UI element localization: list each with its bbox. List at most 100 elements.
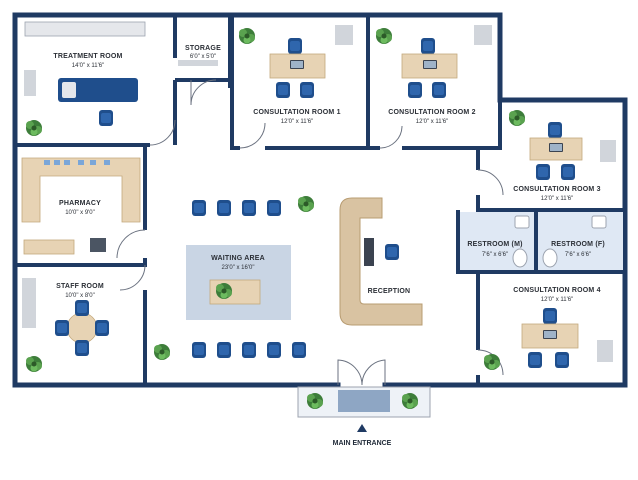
consult-room-4-furniture [484, 308, 613, 370]
consult-room-3-furniture [509, 110, 616, 180]
plant-icon [307, 393, 323, 409]
consult-room-4-label: CONSULTATION ROOM 4 [513, 287, 600, 294]
patient-chair-icon [555, 352, 569, 368]
consult-room-1-dims: 12'0" x 11'6" [281, 119, 313, 125]
plant-icon [216, 283, 232, 299]
laptop-icon [549, 143, 563, 152]
consult-room-2-furniture [376, 25, 492, 98]
chair-icon [55, 320, 69, 336]
toilet-m [512, 248, 528, 268]
restroom-f-dims: 7'6" x 6'6" [565, 252, 591, 258]
plant-icon [402, 393, 418, 409]
pharmacy-counter [23, 239, 75, 255]
reception-desk [339, 197, 423, 326]
restroom-f-label: RESTROOM (F) [551, 241, 605, 248]
plant-icon [376, 28, 392, 44]
staff-room-furniture [22, 278, 109, 372]
laptop-icon [290, 60, 304, 69]
patient-chair-icon [408, 82, 422, 98]
treatment-room [24, 21, 146, 136]
plant-icon [26, 356, 42, 372]
consult-room-1-label: CONSULTATION ROOM 1 [253, 109, 340, 116]
main-entrance: MAIN ENTRANCE [333, 424, 392, 447]
chair-icon [95, 320, 109, 336]
consult-room-2-label: CONSULTATION ROOM 2 [388, 109, 475, 116]
consult-room-1-furniture [239, 25, 353, 98]
room-labels: TREATMENT ROOM 14'0" x 11'6" STORAGE 6'0… [53, 45, 604, 303]
chair-icon [75, 300, 89, 316]
storage-label: STORAGE [185, 45, 221, 52]
exam-table [58, 78, 138, 102]
patient-chair-icon [561, 164, 575, 180]
doors[interactable] [116, 79, 504, 386]
restroom-fixtures [512, 215, 607, 268]
waiting-chair-icon [292, 342, 306, 358]
office-chair-icon [385, 244, 399, 260]
sink [474, 25, 492, 45]
plant-icon [509, 110, 525, 126]
treatment-room-label: TREATMENT ROOM [53, 53, 122, 60]
pharmacy-shelving [21, 157, 141, 223]
plant-icon [298, 196, 314, 212]
consult-room-4-dims: 12'0" x 11'6" [541, 297, 573, 303]
plant-icon [154, 344, 170, 360]
office-chair-icon [543, 308, 557, 324]
waiting-chair-icon [267, 200, 281, 216]
sink [600, 140, 616, 162]
interior-walls [15, 15, 625, 385]
laptop-icon [423, 60, 437, 69]
consult-room-3-dims: 12'0" x 11'6" [541, 196, 573, 202]
plant-icon [239, 28, 255, 44]
consult-room-3-label: CONSULTATION ROOM 3 [513, 186, 600, 193]
sink-m [514, 215, 530, 229]
patient-chair-icon [536, 164, 550, 180]
monitor [364, 238, 374, 266]
stool-icon [99, 110, 113, 126]
patient-chair-icon [432, 82, 446, 98]
cabinet-counter [24, 21, 146, 37]
pharmacy-dims: 10'0" x 9'0" [65, 210, 95, 216]
staff-room-dims: 10'0" x 8'0" [65, 293, 95, 299]
main-entrance-label: MAIN ENTRANCE [333, 440, 392, 447]
waiting-area [154, 196, 314, 360]
plant-icon [484, 354, 500, 370]
waiting-chair-icon [217, 342, 231, 358]
sink-f [591, 215, 607, 229]
patient-chair-icon [276, 82, 290, 98]
chair-icon [75, 340, 89, 356]
sink [597, 340, 613, 362]
patient-chair-icon [300, 82, 314, 98]
waiting-area-label: WAITING AREA [211, 255, 265, 262]
patient-chair-icon [528, 352, 542, 368]
computer [90, 238, 106, 252]
plant-icon [26, 120, 42, 136]
waiting-chair-icon [267, 342, 281, 358]
toilet-f [542, 248, 558, 268]
kitchenette [22, 278, 36, 328]
waiting-chair-icon [217, 200, 231, 216]
staff-room-label: STAFF ROOM [56, 283, 104, 290]
storage-shelf [178, 60, 218, 66]
office-chair-icon [288, 38, 302, 54]
office-chair-icon [548, 122, 562, 138]
restroom-m-dims: 7'6" x 6'6" [482, 252, 508, 258]
waiting-chair-icon [192, 342, 206, 358]
waiting-chair-icon [242, 200, 256, 216]
waiting-chair-icon [192, 200, 206, 216]
reception-label: RECEPTION [368, 288, 411, 295]
waiting-area-dims: 23'0" x 16'0" [222, 265, 255, 271]
storage-dims: 6'0" x 5'0" [190, 54, 216, 60]
entry-mat [338, 390, 390, 412]
arrow-up-icon [357, 424, 367, 432]
side-cabinet [24, 70, 36, 96]
waiting-chair-icon [242, 342, 256, 358]
office-chair-icon [421, 38, 435, 54]
laptop-icon [543, 330, 557, 339]
treatment-room-dims: 14'0" x 11'6" [72, 63, 104, 69]
restroom-m-label: RESTROOM (M) [467, 241, 522, 248]
pharmacy-furniture [21, 157, 141, 255]
entrance-vestibule [297, 386, 431, 418]
consult-room-2-dims: 12'0" x 11'6" [416, 119, 448, 125]
round-table [66, 312, 98, 344]
